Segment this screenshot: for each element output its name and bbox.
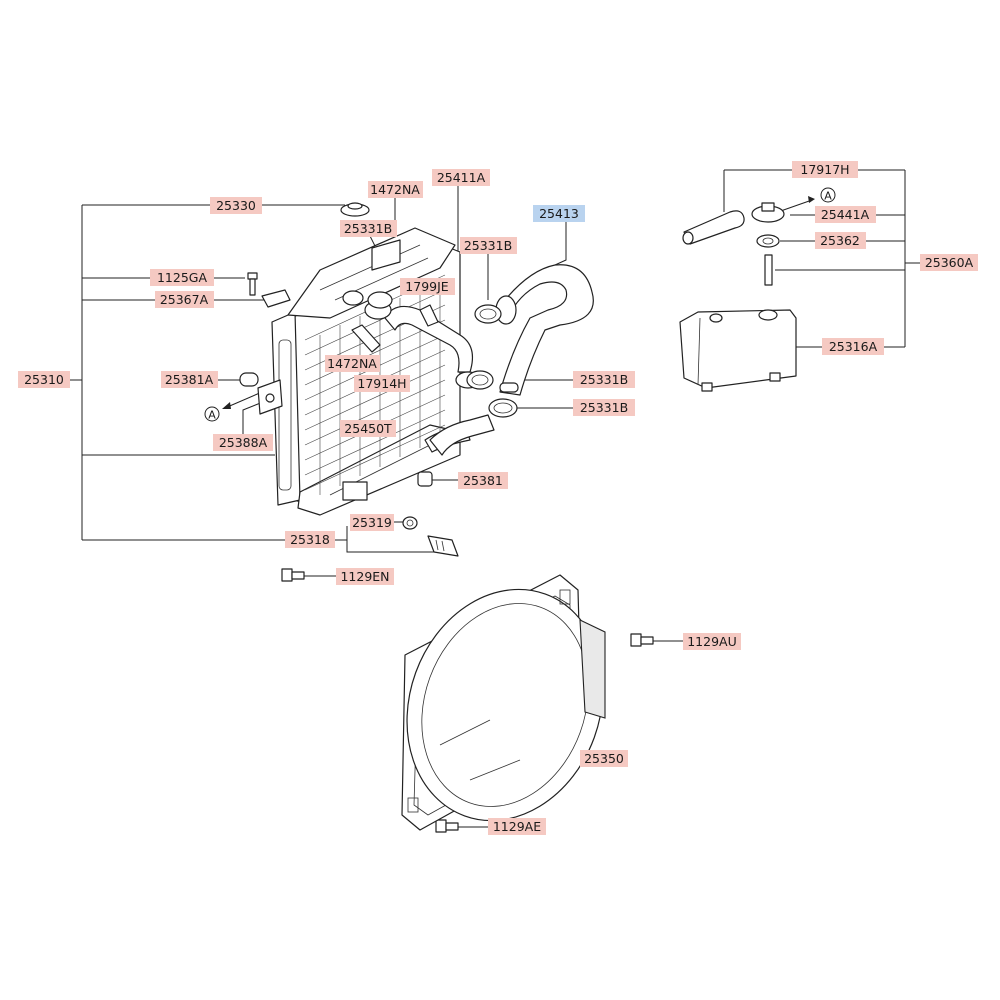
label-25388a: 25388A [219,435,268,450]
label-background [161,371,218,388]
label-1129au: 1129AU [687,634,737,649]
label-25367a: 25367A [160,292,209,307]
bolt-1125ga [247,272,258,296]
arrow-heads [222,196,815,409]
label-25331b-mid: 25331B [464,238,512,253]
label-1799je: 1799JE [405,279,448,294]
label-25381: 25381 [463,473,503,488]
label-17917h: 17917H [800,162,849,177]
label-background [822,338,884,355]
label-25310: 25310 [24,372,64,387]
label-25360a: 25360A [925,255,974,270]
label-background [340,220,397,237]
label-background [368,181,423,198]
label-background [325,355,380,372]
label-background [210,197,262,214]
label-25318: 25318 [290,532,330,547]
ref-marker-left: A [204,406,220,422]
label-background [213,434,273,451]
label-background [340,420,396,437]
label-25331b-top: 25331B [344,221,392,236]
label-25330: 25330 [216,198,256,213]
clamp-25331b-top [474,304,502,324]
label-background-highlight [533,205,585,222]
clamp-upper-neck [367,291,393,309]
bolt-1129ae [435,819,459,833]
drain-plug-25318 [427,535,459,557]
label-background [354,375,410,392]
label-background [350,514,394,531]
hose-25413 [495,264,594,396]
ref-marker-right: A [820,187,836,203]
label-background [18,371,70,388]
label-1125ga: 1125GA [157,270,207,285]
label-25411a: 25411A [437,170,486,185]
label-background [573,399,635,416]
label-1129ae: 1129AE [493,819,541,834]
reservoir-ring-25362 [756,234,780,248]
bracket-1799je [419,304,439,327]
label-background [815,206,876,223]
label-25441a: 25441A [821,207,870,222]
label-25413: 25413 [539,206,579,221]
label-25331b-r1: 25331B [580,372,628,387]
bolt-1129en [281,568,305,582]
label-1129en: 1129EN [340,569,389,584]
label-background [920,254,978,271]
clamp-1472na-mid [351,324,381,353]
bracket-25367a [261,289,291,308]
part-labels: 25330 1472NA 25411A 25413 25331B 25331B … [18,161,978,835]
label-background [336,568,394,585]
drain-oring-25319 [402,516,418,530]
label-25362: 25362 [820,233,860,248]
label-17914h: 17914H [357,376,406,391]
label-background [155,291,214,308]
label-25350: 25350 [584,751,624,766]
label-background [815,232,866,249]
label-background [792,161,858,178]
clamp-25331b-r1 [466,370,494,390]
cushion-25381 [417,471,433,487]
reservoir-cap-25441a [751,202,785,223]
fan-shroud [401,574,606,831]
reservoir-tank [679,309,797,392]
label-background [150,269,214,286]
label-1472na-mid: 1472NA [327,356,377,371]
label-background [580,750,628,767]
label-background [488,818,546,835]
svg-text:A: A [824,190,832,203]
label-25450t: 25450T [344,421,392,436]
svg-text:A: A [208,409,216,422]
label-background [400,278,455,295]
radiator-core-grid [304,274,446,495]
label-25381a: 25381A [165,372,214,387]
label-25316a: 25316A [829,339,878,354]
label-1472na-top: 1472NA [370,182,420,197]
bracket-25388a [257,379,283,415]
label-background [458,472,508,489]
reservoir-hose-17917h [682,210,745,245]
radiator-cap [340,202,370,217]
label-background [285,531,335,548]
label-25319: 25319 [352,515,392,530]
label-background [683,633,741,650]
lower-hose [429,414,495,456]
label-background [460,237,517,254]
cushion-25381a [239,372,259,387]
bolt-1129au [630,633,654,647]
label-background [432,169,490,186]
reservoir-tube [764,254,773,286]
clamp-25331b-r2 [488,398,518,418]
label-25331b-r2: 25331B [580,400,628,415]
hose-link [499,382,519,393]
label-background [573,371,635,388]
